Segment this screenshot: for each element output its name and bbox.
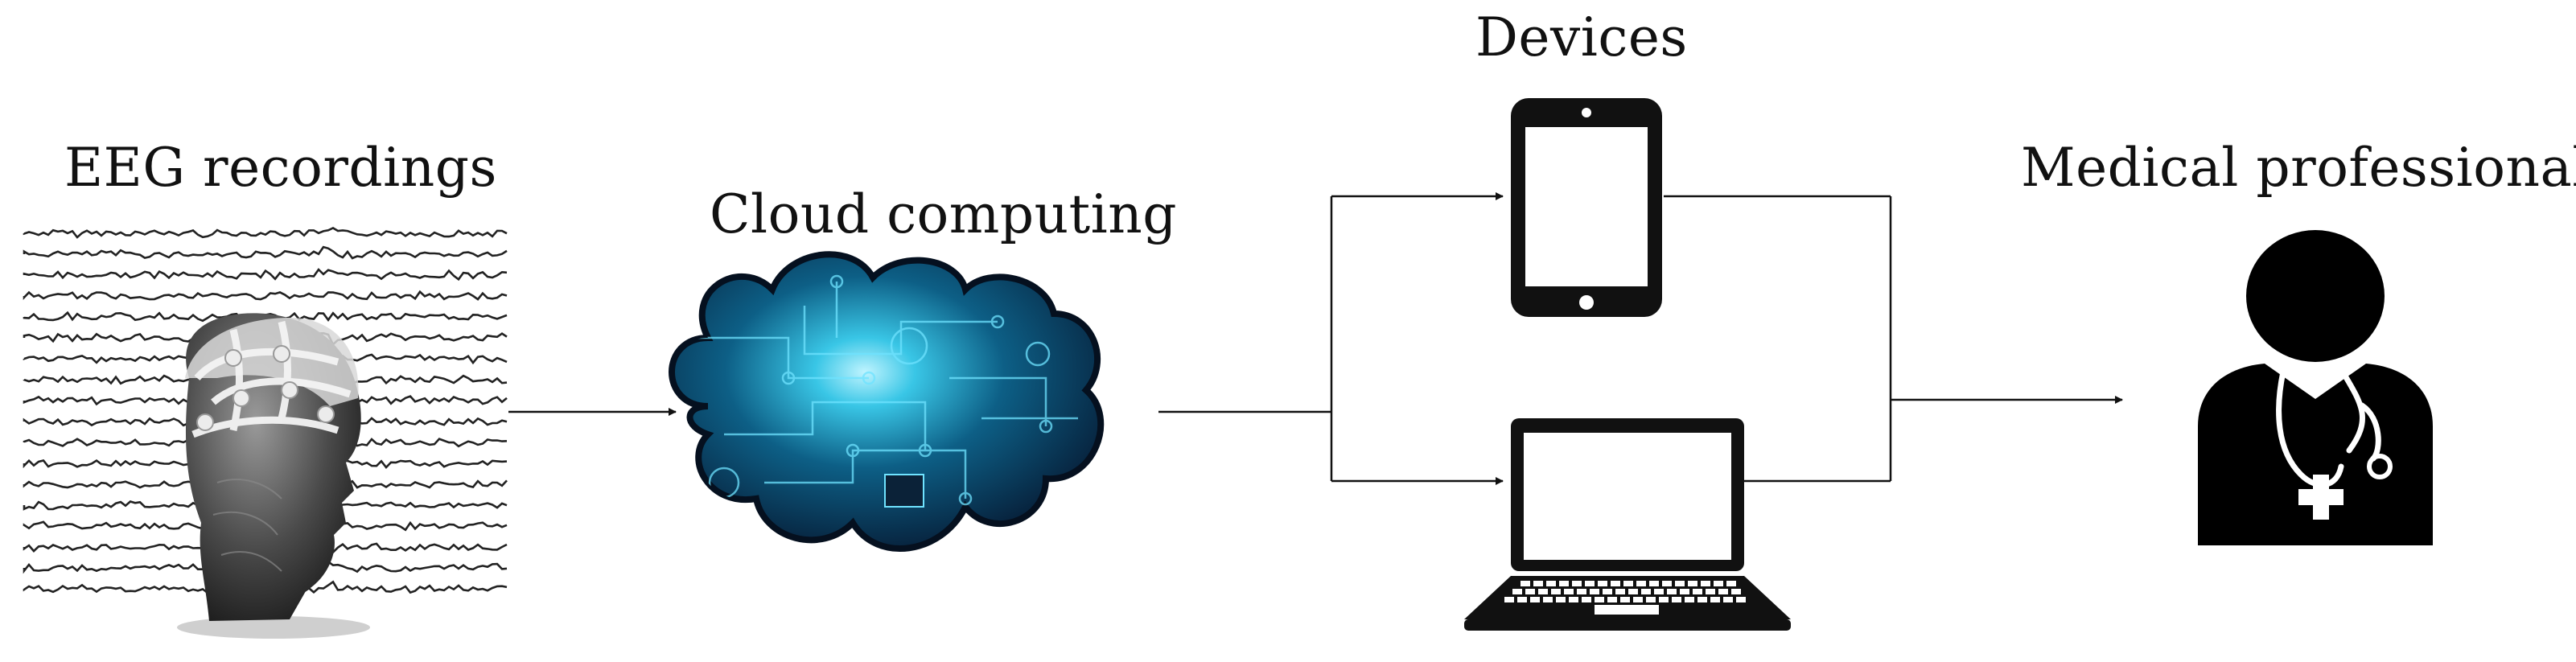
cloud-computing-label: Cloud computing bbox=[710, 183, 1178, 245]
laptop-key bbox=[1641, 589, 1651, 594]
laptop-key bbox=[1577, 589, 1586, 594]
laptop-key bbox=[1723, 597, 1733, 602]
laptop-key bbox=[1659, 597, 1669, 602]
laptop-key bbox=[1595, 597, 1604, 602]
laptop-key bbox=[1517, 597, 1527, 602]
laptop-key bbox=[1512, 589, 1522, 594]
laptop-key bbox=[1672, 597, 1681, 602]
laptop-key bbox=[1628, 589, 1638, 594]
laptop-key bbox=[1688, 581, 1697, 586]
laptop-key bbox=[1572, 581, 1582, 586]
laptop-key bbox=[1564, 589, 1574, 594]
laptop-key bbox=[1582, 597, 1591, 602]
cloud-circuit-icon bbox=[669, 251, 1105, 552]
laptop-key bbox=[1607, 597, 1617, 602]
doctor-stethoscope-icon bbox=[2198, 230, 2433, 545]
laptop-key bbox=[1662, 581, 1672, 586]
laptop-icon bbox=[1464, 418, 1791, 631]
laptop-key bbox=[1701, 581, 1710, 586]
laptop-key bbox=[1654, 589, 1664, 594]
laptop-key bbox=[1693, 589, 1702, 594]
connector-lines bbox=[508, 192, 2123, 485]
tablet-icon bbox=[1511, 98, 1662, 317]
laptop-key bbox=[1620, 597, 1630, 602]
eeg-recordings-label: EEG recordings bbox=[64, 137, 497, 199]
laptop-key bbox=[1611, 581, 1620, 586]
laptop-key bbox=[1538, 589, 1548, 594]
laptop-key bbox=[1615, 589, 1625, 594]
eeg-headset-head-icon bbox=[177, 313, 370, 639]
medical-professionals-label: Medical professionals bbox=[2021, 137, 2576, 199]
laptop-key bbox=[1646, 597, 1656, 602]
laptop-key bbox=[1585, 581, 1595, 586]
laptop-key bbox=[1726, 581, 1736, 586]
laptop-key bbox=[1649, 581, 1659, 586]
laptop-key bbox=[1680, 589, 1689, 594]
laptop-key bbox=[1731, 589, 1741, 594]
laptop-key bbox=[1590, 589, 1599, 594]
laptop-key bbox=[1710, 597, 1720, 602]
eeg-trace bbox=[23, 290, 508, 301]
laptop-key bbox=[1706, 589, 1715, 594]
laptop-key bbox=[1667, 589, 1677, 594]
eeg-trace bbox=[23, 245, 508, 260]
laptop-key bbox=[1543, 597, 1553, 602]
laptop-key bbox=[1685, 597, 1694, 602]
laptop-key bbox=[1504, 597, 1514, 602]
laptop-key bbox=[1633, 597, 1643, 602]
laptop-key bbox=[1520, 581, 1530, 586]
laptop-key bbox=[1546, 581, 1556, 586]
laptop-key bbox=[1530, 597, 1540, 602]
laptop-key bbox=[1675, 581, 1685, 586]
laptop-key bbox=[1636, 581, 1646, 586]
laptop-key bbox=[1533, 581, 1543, 586]
laptop-key bbox=[1736, 597, 1746, 602]
laptop-key bbox=[1714, 581, 1723, 586]
laptop-key bbox=[1623, 581, 1633, 586]
eeg-trace bbox=[23, 227, 508, 239]
laptop-key bbox=[1556, 597, 1566, 602]
laptop-key bbox=[1559, 581, 1569, 586]
laptop-key bbox=[1598, 581, 1607, 586]
laptop-key bbox=[1525, 589, 1535, 594]
laptop-key bbox=[1603, 589, 1612, 594]
eeg-trace bbox=[23, 268, 508, 282]
laptop-key bbox=[1569, 597, 1578, 602]
laptop-key bbox=[1697, 597, 1707, 602]
devices-label: Devices bbox=[1475, 6, 1688, 68]
laptop-key bbox=[1551, 589, 1561, 594]
laptop-key bbox=[1718, 589, 1728, 594]
